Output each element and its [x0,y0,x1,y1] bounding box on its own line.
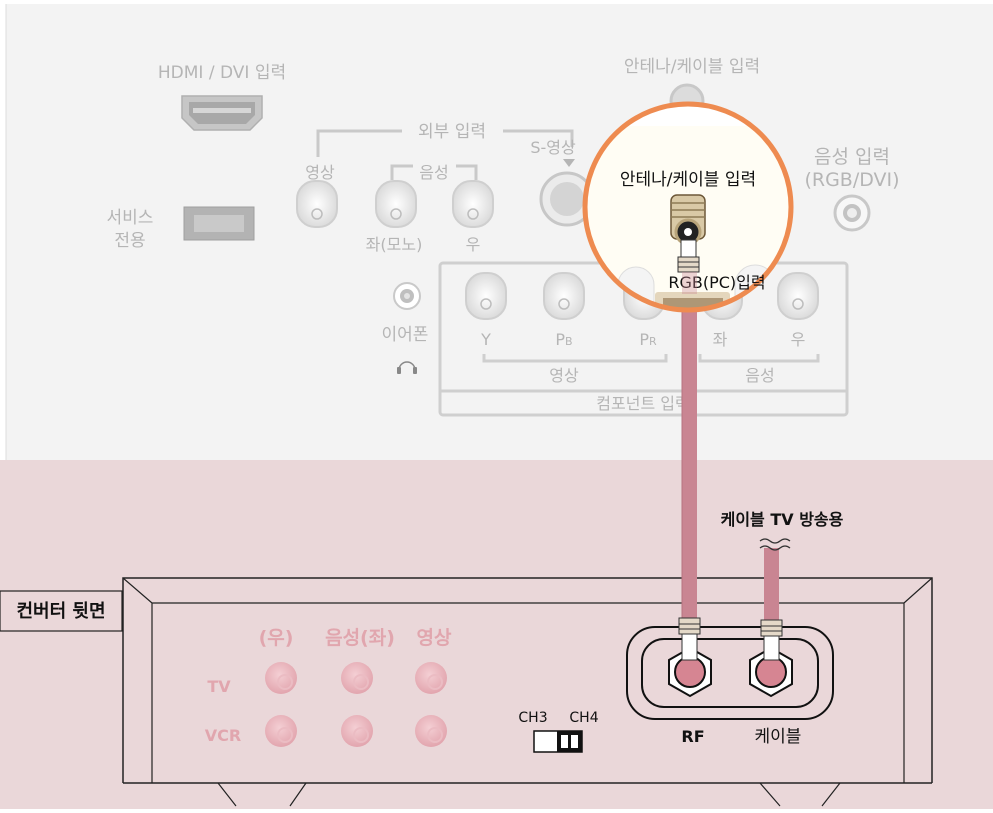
service-port [183,206,255,241]
converter-bevel [122,577,933,783]
component-label: 컴포넌트 입력 [596,394,689,413]
cable-jack [749,646,793,698]
comp-pb-sub: B [565,335,573,348]
component-pb-jack [543,272,585,320]
rgb-label-cable-overlay [682,272,697,294]
ch3-label: CH3 [518,710,547,726]
headphone-icon [397,361,417,374]
conv-right-label: (우) [259,627,294,649]
audio-left-jack [375,180,417,228]
cable-label: 케이블 [755,727,802,747]
rgb-label: RGB(PC)입력 [668,273,765,292]
service-label-1: 서비스 [107,208,154,228]
audio-in-label-2: (RGB/DVI) [804,169,899,191]
conv-vcr-right-jack [265,715,297,747]
conv-audio-left-label: 음성(좌) [325,627,395,649]
rf-cable-block [626,626,834,720]
comp-pr-sub: R [649,335,657,348]
converter-area [0,460,993,809]
comp-right-label: 우 [791,330,806,349]
component-y-jack [465,272,507,320]
external-input-bracket [316,129,574,157]
comp-pb-label: PB [555,330,572,349]
hdmi-port [181,95,263,131]
cable-tv-label: 케이블 TV 방송용 [721,510,844,529]
external-input-label: 외부 입력 [418,122,486,142]
audio-right-jack [452,180,494,228]
tv-panel [6,4,993,460]
conv-vcr-left-jack [341,715,373,747]
rf-cable-bottom-connector [678,617,701,661]
service-label-2: 전용 [114,231,145,251]
callout-antenna-jack [670,194,706,246]
conv-tv-right-jack [265,662,297,694]
conv-vcr-label: VCR [205,726,241,745]
antenna-label: 안테나/케이블 입력 [624,57,760,77]
conv-vcr-video-jack [415,715,447,747]
channel-switch[interactable] [533,730,583,753]
incoming-cable-connector [760,619,783,661]
conv-tv-left-jack [341,662,373,694]
comp-pr-label: PR [639,330,657,349]
rf-label: RF [681,727,704,746]
audio-label: 음성 [419,163,448,182]
comp-pr-main: P [639,330,649,349]
video-label: 영상 [305,163,335,182]
callout-cable-connector [677,239,700,273]
comp-audio-label: 음성 [745,366,774,385]
video-jack [296,180,338,228]
svideo-label: S-영상 [530,138,576,157]
earphone-label: 이어폰 [382,325,429,345]
ch4-label: CH4 [569,710,598,726]
conv-video-label: 영상 [417,627,452,649]
converter-title-box [0,590,123,632]
converter-box [122,577,933,783]
converter-title: 컨버터 뒷면 [16,601,105,622]
comp-video-label: 영상 [549,366,579,385]
audio-bracket [390,164,478,180]
left-mono-label: 좌(모노) [366,235,423,254]
svideo-jack [539,171,595,227]
incoming-cable [759,538,791,623]
conv-tv-video-jack [415,662,447,694]
comp-audio-bracket [698,354,820,363]
comp-y-label: Y [480,330,491,349]
hdmi-label: HDMI / DVI 입력 [158,63,286,83]
comp-pb-main: P [555,330,565,349]
right-label: 우 [466,235,481,254]
svideo-arrow [563,159,575,167]
rf-cable [681,270,697,623]
comp-left-label: 좌 [713,330,728,349]
converter-feet [217,782,841,807]
comp-video-bracket [482,354,668,363]
audio-in-label-1: 음성 입력 [814,146,890,168]
audio-in-jack [833,194,871,232]
earphone-jack [393,282,421,310]
component-right-jack [777,272,819,320]
conv-tv-label: TV [207,677,231,696]
callout-label: 안테나/케이블 입력 [620,170,756,190]
